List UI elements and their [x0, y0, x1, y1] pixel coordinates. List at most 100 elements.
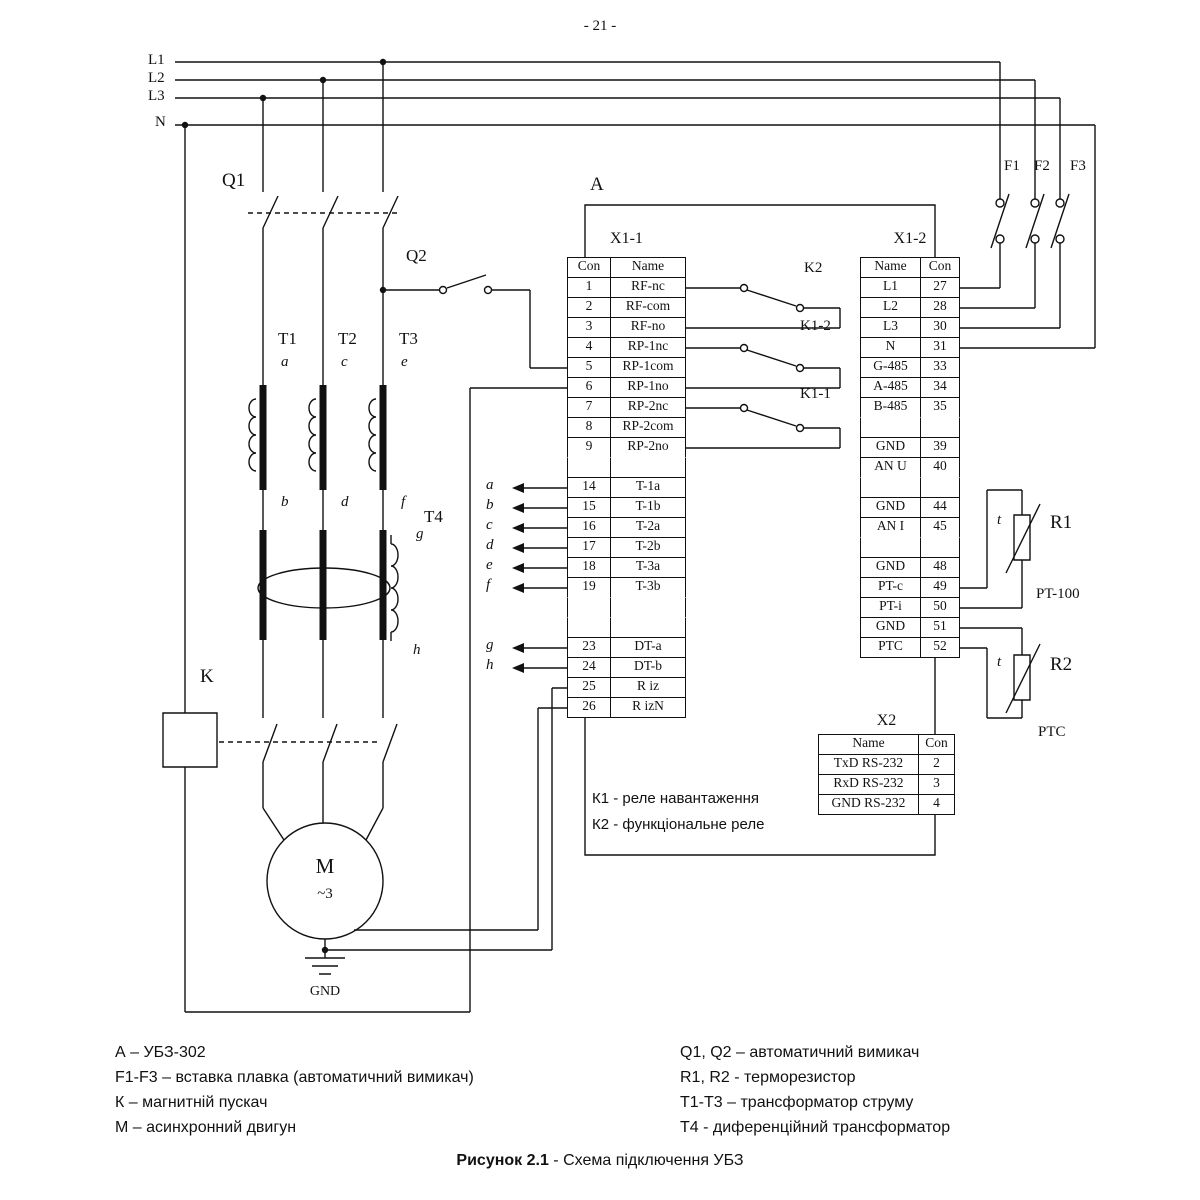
table-cell: AN U — [860, 457, 921, 478]
table-cell — [920, 477, 960, 498]
table-cell: 6 — [567, 377, 611, 398]
label-f2: F2 — [1034, 158, 1050, 174]
table-cell: R iz — [610, 677, 686, 698]
table-cell: 34 — [920, 377, 960, 398]
table-cell — [610, 597, 686, 618]
table-cell: GND — [860, 617, 921, 638]
table-cell: GND — [860, 497, 921, 518]
table-cell: 48 — [920, 557, 960, 578]
input-letter-f: f — [486, 577, 491, 593]
legend-right-3: Т1-Т3 – трансформатор струму — [680, 1094, 914, 1111]
table-cell: 33 — [920, 357, 960, 378]
table-cell: 1 — [567, 277, 611, 298]
table-cell: 30 — [920, 317, 960, 338]
table-cell: RP-1no — [610, 377, 686, 398]
table-cell — [860, 537, 921, 558]
table-row — [860, 537, 960, 558]
figure-caption: Рисунок 2.1 - Схема підключення УБЗ — [0, 1152, 1200, 1170]
table-cell: G-485 — [860, 357, 921, 378]
table-cell: 39 — [920, 437, 960, 458]
table-cell: 26 — [567, 697, 611, 718]
table-cell: RF-com — [610, 297, 686, 318]
table-cell — [567, 617, 611, 638]
legend-right-1: Q1, Q2 – автоматичний вимикач — [680, 1044, 920, 1061]
table-cell: DT-a — [610, 637, 686, 658]
table-cell: 40 — [920, 457, 960, 478]
terminal-letter-f: f — [401, 494, 406, 510]
label-t3: T3 — [399, 329, 418, 348]
table-cell: Name — [610, 257, 686, 278]
table-cell: RxD RS-232 — [818, 774, 919, 795]
table-row — [567, 457, 686, 478]
table-cell: 16 — [567, 517, 611, 538]
table-row — [860, 477, 960, 498]
table-cell: 3 — [918, 774, 955, 795]
table-cell: PT-i — [860, 597, 921, 618]
note-k1: К1 - реле навантаження — [592, 790, 760, 807]
motor — [267, 823, 383, 939]
table-cell: PTC — [860, 637, 921, 658]
table-cell — [567, 457, 611, 478]
thermistor-r1 — [959, 490, 1040, 608]
table-cell — [920, 537, 960, 558]
terminal-letter-e: e — [401, 354, 408, 370]
table-cell: AN I — [860, 517, 921, 538]
table-cell: 4 — [567, 337, 611, 358]
table-cell: Con — [567, 257, 611, 278]
thermistor-r2 — [959, 628, 1040, 718]
label-ptc: PTC — [1038, 724, 1066, 740]
table-cell: GND — [860, 437, 921, 458]
table-title-x1-1: X1-1 — [610, 230, 643, 247]
q2-switch — [383, 275, 567, 368]
table-cell: RF-nc — [610, 277, 686, 298]
figure-caption-number: Рисунок 2.1 — [456, 1152, 549, 1169]
table-cell: Con — [918, 734, 955, 755]
label-t-symbol-r2: t — [997, 654, 1002, 670]
table-cell: B-485 — [860, 397, 921, 418]
terminal-arrows — [512, 483, 567, 673]
label-f1: F1 — [1004, 158, 1020, 174]
table-cell: GND RS-232 — [818, 794, 919, 815]
table-cell: 3 — [567, 317, 611, 338]
neutral-and-coil-wires — [185, 125, 567, 1012]
table-cell: 9 — [567, 437, 611, 458]
input-letter-a: a — [486, 477, 494, 493]
table-cell: 25 — [567, 677, 611, 698]
contactor-k — [163, 713, 397, 840]
page-number: - 21 - — [583, 18, 617, 34]
table-cell — [567, 597, 611, 618]
table-cell: RF-no — [610, 317, 686, 338]
table-cell: 31 — [920, 337, 960, 358]
supply-drop-wires — [263, 62, 383, 192]
rail-label-n: N — [155, 114, 166, 130]
table-cell: RP-2nc — [610, 397, 686, 418]
label-block-a: A — [590, 174, 604, 195]
terminal-letter-b: b — [281, 494, 289, 510]
table-cell: 18 — [567, 557, 611, 578]
table-cell: Con — [920, 257, 960, 278]
table-cell — [860, 477, 921, 498]
table-cell: 24 — [567, 657, 611, 678]
